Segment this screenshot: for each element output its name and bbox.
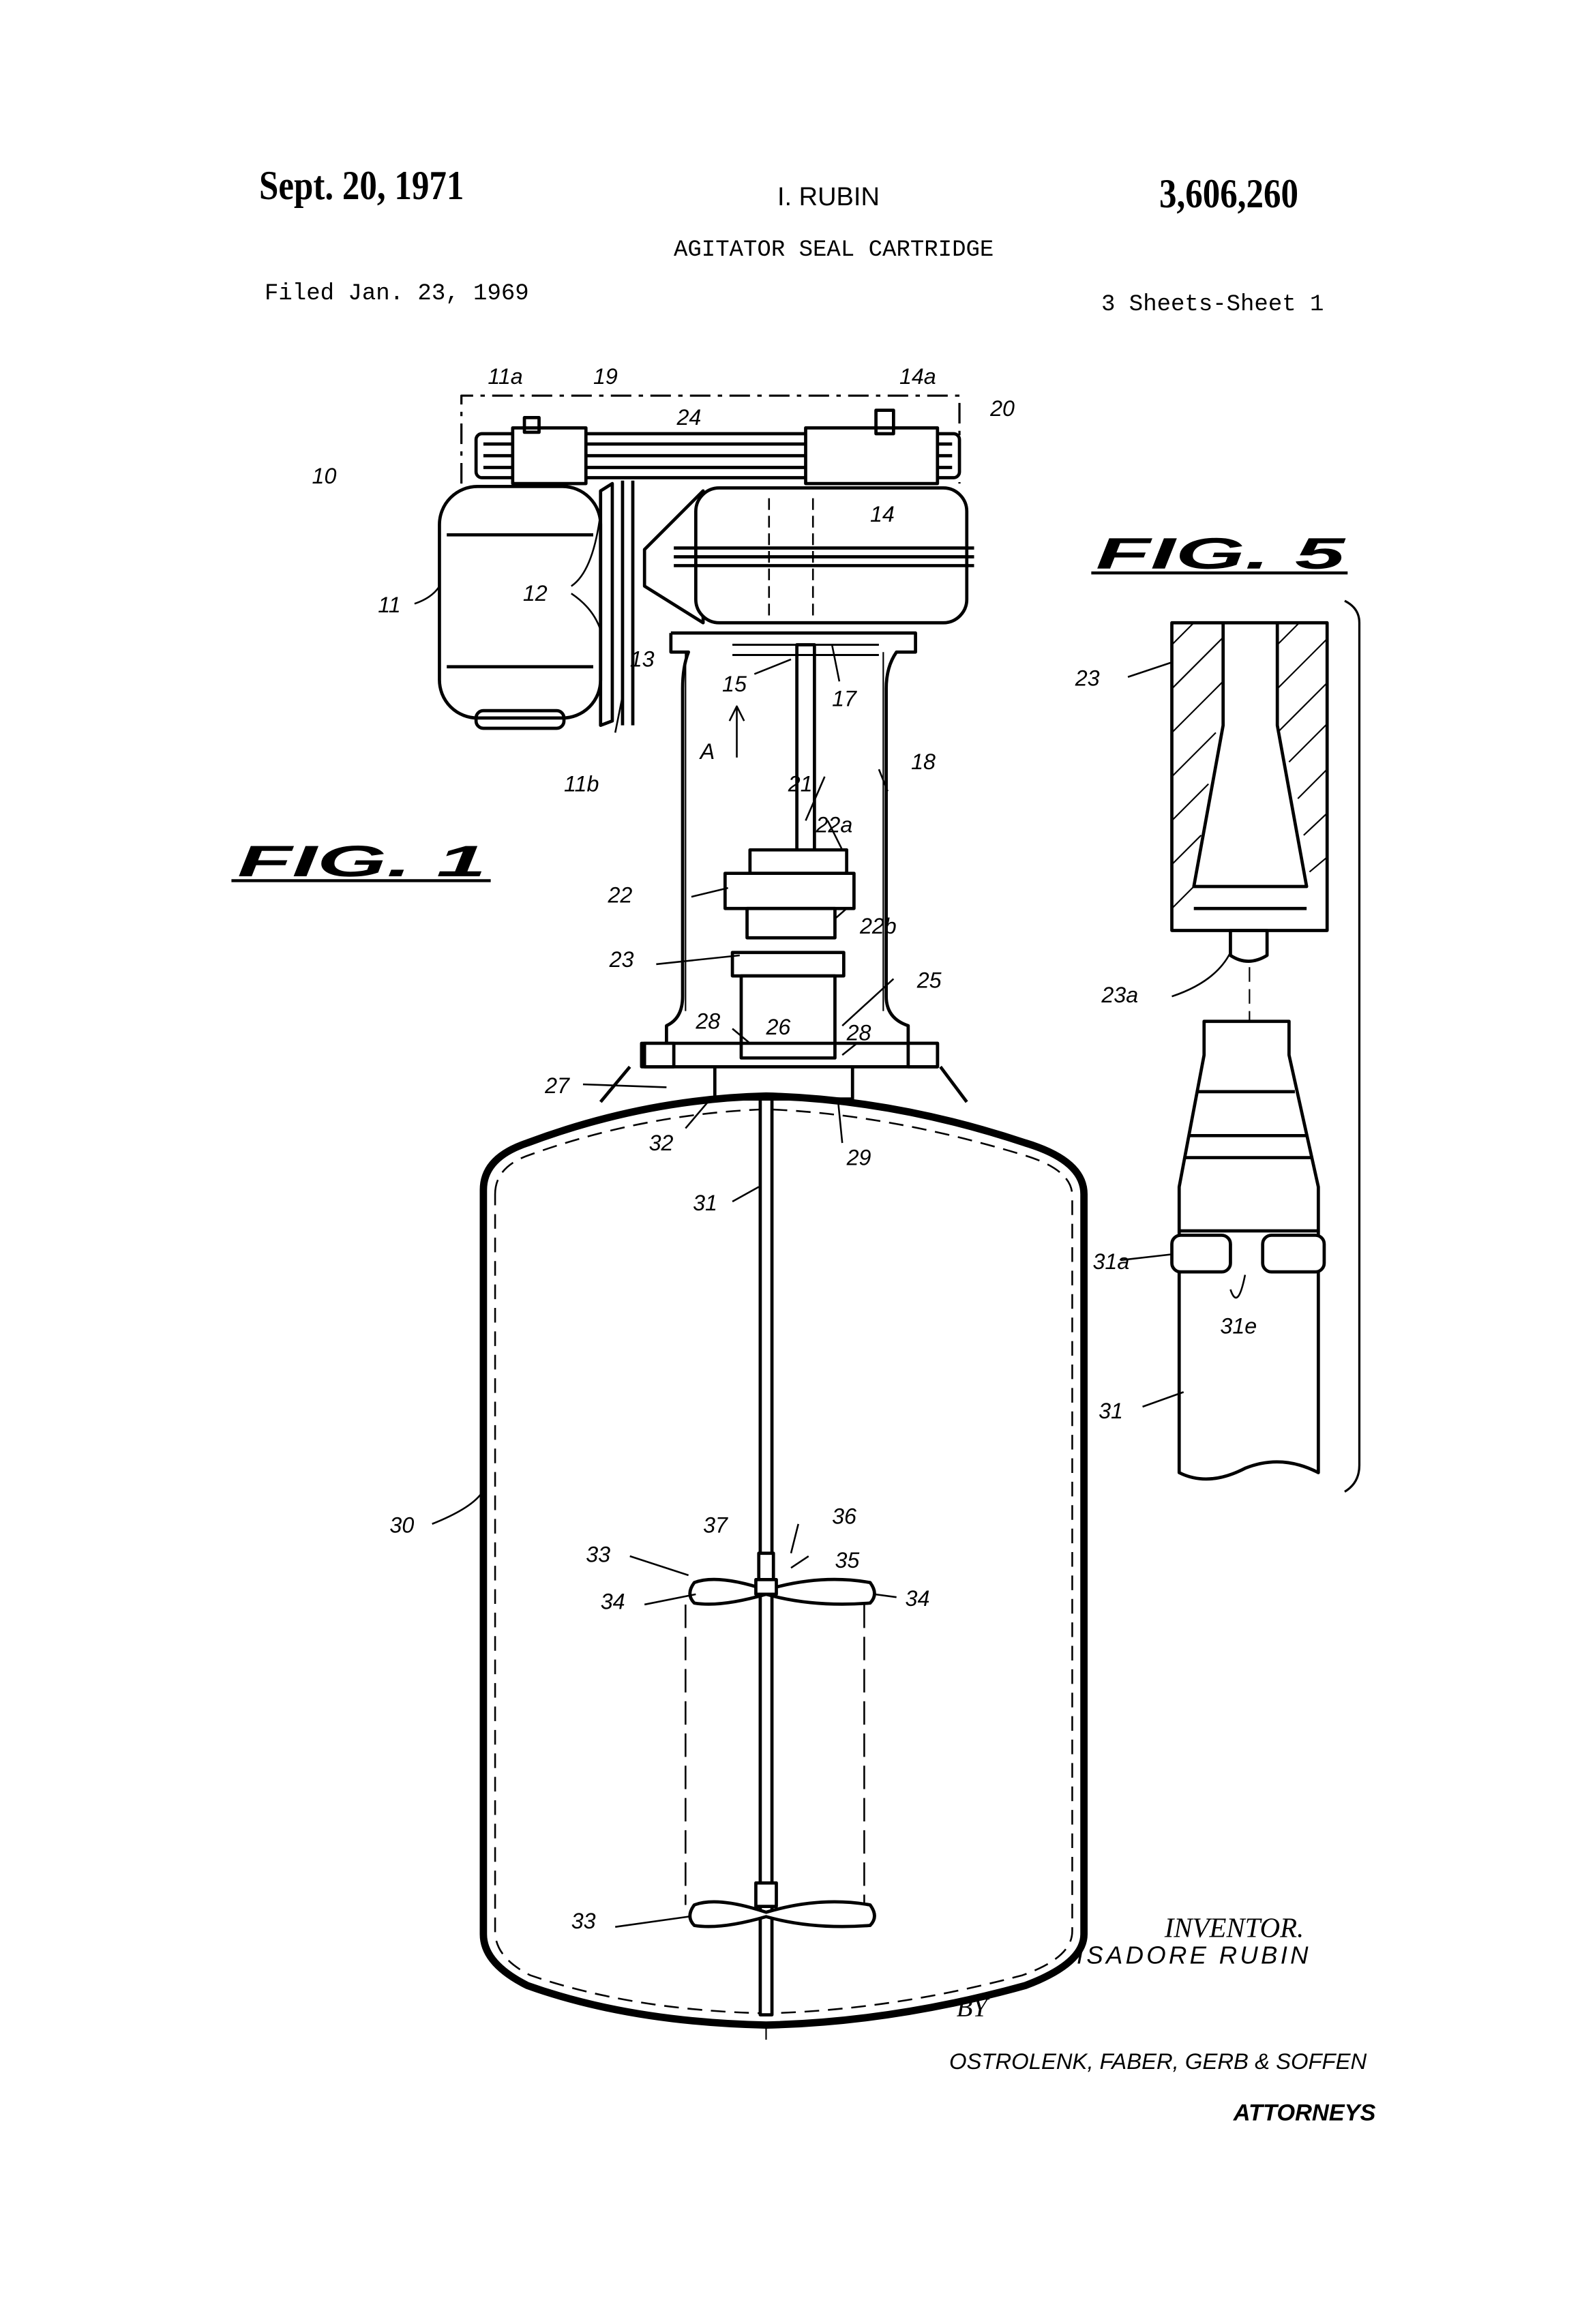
reference-numeral-25: 25 — [916, 968, 942, 992]
reference-numeral-22: 22 — [607, 883, 632, 908]
pulley-19 — [513, 428, 586, 483]
reference-numeral-12: 12 — [523, 581, 548, 606]
reference-numeral-27: 27 — [544, 1073, 570, 1098]
reference-numeral-23: 23 — [1075, 666, 1100, 691]
reference-numeral-34: 34 — [601, 1589, 625, 1613]
attorneys-firm: OSTROLENK, FABER, GERB & SOFFEN — [949, 2049, 1367, 2074]
reference-numeral-22b: 22b — [859, 914, 897, 938]
reference-numeral-20: 20 — [989, 396, 1015, 421]
reference-numeral-34: 34 — [906, 1586, 930, 1611]
reference-numeral-35: 35 — [835, 1548, 859, 1573]
reference-numeral-24: 24 — [676, 405, 701, 430]
coupling-22 — [750, 850, 847, 873]
inventor-name: ISADORE RUBIN — [1077, 1941, 1311, 1969]
reference-numeral-19: 19 — [593, 364, 618, 389]
reference-numeral-33: 33 — [571, 1909, 596, 1933]
fig5-shaft-31 — [1172, 1022, 1324, 1479]
reference-numeral-A: A — [699, 739, 715, 764]
reference-numeral-11: 11 — [378, 593, 400, 617]
mount-plate — [601, 481, 633, 726]
reference-numeral-31a: 31a — [1093, 1249, 1130, 1274]
reference-numeral-10: 10 — [312, 464, 337, 488]
reference-numeral-14a: 14a — [899, 364, 936, 389]
reference-numeral-30: 30 — [389, 1513, 414, 1538]
fig1-label: FIG. 1 — [237, 837, 486, 886]
reference-numeral-14: 14 — [870, 502, 895, 526]
reference-numeral-11a: 11a — [488, 364, 522, 389]
reference-numeral-18: 18 — [911, 749, 936, 774]
reference-numeral-13: 13 — [630, 647, 655, 672]
reference-numeral-31e: 31e — [1220, 1313, 1257, 1338]
reference-numeral-17: 17 — [832, 687, 857, 711]
reference-numeral-32: 32 — [649, 1131, 674, 1155]
fig5-bracket — [1345, 601, 1359, 1491]
tank-30 — [483, 1096, 1084, 2025]
reference-numeral-37: 37 — [703, 1513, 728, 1538]
reference-numeral-11b: 11b — [564, 771, 599, 796]
reference-numeral-28: 28 — [695, 1009, 720, 1033]
reference-numeral-31: 31 — [693, 1191, 717, 1215]
reference-numeral-26: 26 — [765, 1015, 790, 1039]
attorneys-label: ATTORNEYS — [1233, 2100, 1376, 2126]
reference-numeral-23a: 23a — [1101, 983, 1138, 1007]
reference-numeral-31: 31 — [1099, 1399, 1123, 1423]
reference-numeral-23: 23 — [609, 947, 634, 972]
by-label: BY — [957, 1994, 990, 2023]
motor-11 — [439, 486, 600, 718]
fig5-seal-23 — [1172, 623, 1328, 961]
reference-numeral-36: 36 — [832, 1504, 856, 1529]
impeller-lower — [690, 1883, 875, 1926]
pulley-20 — [805, 428, 937, 483]
inventor-heading: INVENTOR. — [1164, 1913, 1304, 1943]
fig5-label: FIG. 5 — [1096, 529, 1347, 578]
reference-numeral-33: 33 — [586, 1543, 610, 1567]
reference-numeral-29: 29 — [846, 1145, 871, 1170]
reference-numeral-21: 21 — [788, 771, 813, 796]
reference-numeral-15: 15 — [722, 672, 747, 696]
seal-23 — [732, 953, 844, 976]
reference-numeral-28: 28 — [846, 1021, 871, 1045]
reference-numeral-22a: 22a — [816, 813, 853, 837]
